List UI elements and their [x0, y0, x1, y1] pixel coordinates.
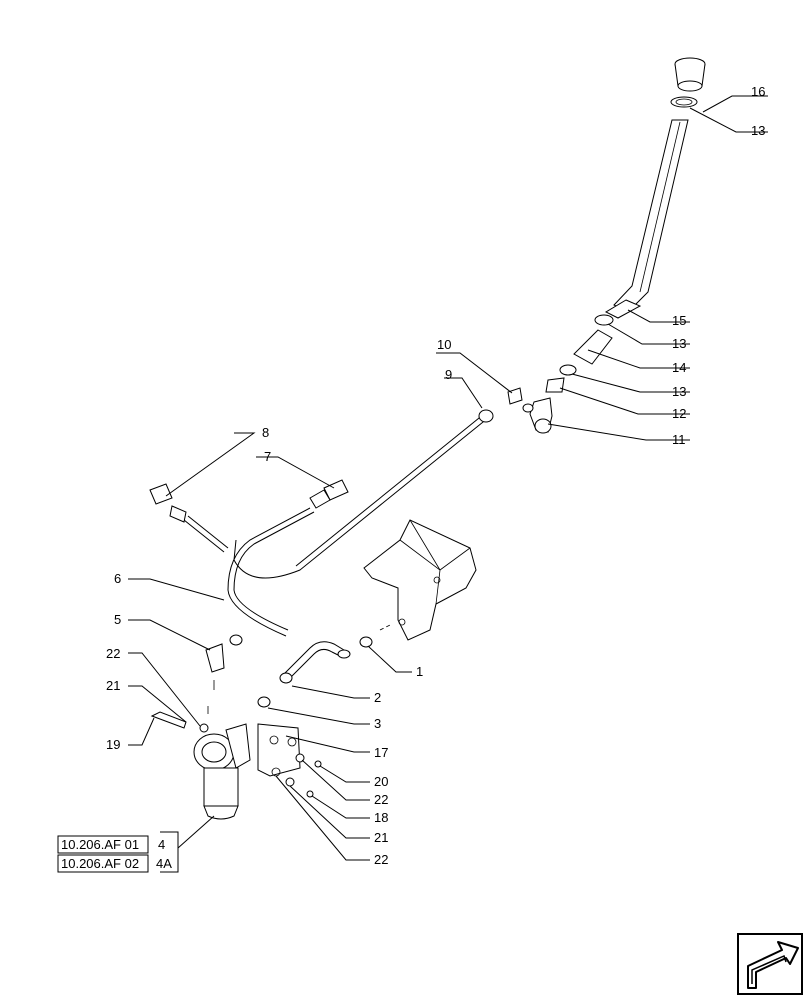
callout-1: 1 — [416, 664, 423, 679]
callout-19: 19 — [106, 737, 120, 752]
callout-15: 15 — [672, 313, 686, 328]
next-page-arrow-icon[interactable] — [737, 933, 803, 995]
callout-20: 20 — [374, 774, 388, 789]
callout-8: 8 — [262, 425, 269, 440]
callout-22: 22 — [106, 646, 120, 661]
callout-3: 3 — [374, 716, 381, 731]
callout-17: 17 — [374, 745, 388, 760]
dipstick-tube — [507, 57, 706, 434]
bracket — [359, 519, 477, 648]
callout-labels: 16 13 15 13 14 13 12 11 10 9 8 7 6 5 1 2… — [106, 84, 765, 871]
hoses — [205, 634, 351, 714]
callout-12: 12 — [672, 406, 686, 421]
callout-7: 7 — [264, 449, 271, 464]
callout-11: 11 — [672, 432, 686, 447]
fuel-lines — [149, 409, 494, 637]
callout-4: 4 — [158, 837, 165, 852]
callout-4a: 4A — [156, 856, 172, 871]
callout-13: 13 — [672, 384, 686, 399]
reference-link-1[interactable]: 10.206.AF 01 — [61, 837, 139, 852]
callout-6: 6 — [114, 571, 121, 586]
callout-21: 21 — [106, 678, 120, 693]
reference-boxes: 10.206.AF 01 10.206.AF 02 — [57, 835, 149, 873]
callout-14: 14 — [672, 360, 686, 375]
fuel-filter — [150, 711, 322, 820]
callout-9: 9 — [445, 367, 452, 382]
callout-2: 2 — [374, 690, 381, 705]
callout-21: 21 — [374, 830, 388, 845]
callout-13: 13 — [672, 336, 686, 351]
callout-16: 16 — [751, 84, 765, 99]
callout-22: 22 — [374, 852, 388, 867]
callout-13: 13 — [751, 123, 765, 138]
callout-5: 5 — [114, 612, 121, 627]
leader-lines — [128, 95, 768, 873]
reference-link-2[interactable]: 10.206.AF 02 — [61, 856, 139, 871]
callout-22: 22 — [374, 792, 388, 807]
callout-10: 10 — [437, 337, 451, 352]
callout-18: 18 — [374, 810, 388, 825]
